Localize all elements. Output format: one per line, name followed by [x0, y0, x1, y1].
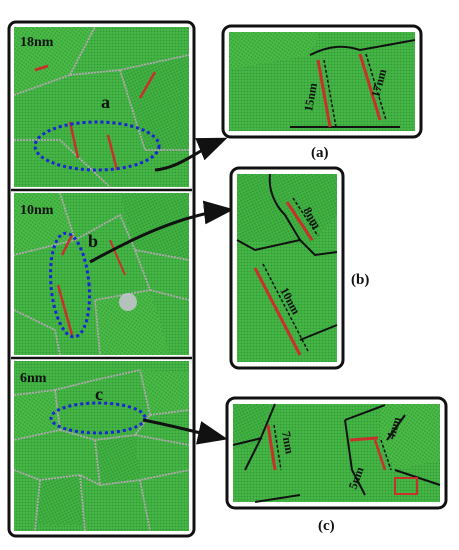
stacking-fault: [358, 53, 382, 121]
left-column: 18nm a 10nm b: [7, 20, 196, 538]
grain-region: [95, 290, 170, 355]
selection-ellipse-c: [49, 401, 147, 435]
grain-region: [35, 475, 85, 525]
panel-6nm: 6nm c: [13, 361, 190, 532]
grain-boundary-line: [309, 39, 416, 56]
grain-region: [229, 32, 320, 70]
panel-10nm: 10nm b: [13, 192, 190, 356]
stacking-fault: [68, 121, 80, 159]
measure-line: [380, 439, 392, 471]
grain-region: [120, 55, 189, 150]
grain-region: [120, 193, 189, 260]
stacking-fault: [266, 424, 277, 471]
arrow-a: [154, 137, 228, 172]
zoom-b: 8nm 10nm (b): [229, 166, 369, 370]
stacking-fault: [349, 436, 379, 442]
arrow-b: [89, 200, 234, 264]
stacking-fault: [316, 59, 332, 128]
circle-label: b: [88, 231, 98, 251]
stacking-fault: [138, 71, 157, 99]
measure-line: [365, 53, 387, 121]
grain-boundary-line: [386, 414, 406, 441]
stacking-fault: [56, 284, 74, 336]
grain-region: [14, 390, 60, 440]
measure-line: [273, 424, 282, 471]
stacking-fault: [106, 134, 119, 171]
size-label: 18nm: [20, 35, 54, 50]
measure-line: [262, 263, 309, 352]
measurement-label: 15nm: [301, 82, 320, 113]
grain-region: [237, 174, 337, 245]
grain-boundary-line: [344, 419, 366, 496]
stacking-fault: [285, 201, 314, 241]
measurement-label: 4nm: [384, 415, 404, 441]
grain-boundaries: [13, 26, 190, 188]
zoom-caption: (b): [351, 272, 369, 288]
measure-line: [292, 197, 319, 237]
circle-label: a: [101, 92, 110, 112]
zoom-a: 15nm 17nm (a): [221, 24, 423, 161]
amorphous-cluster: [119, 293, 137, 311]
grain-boundary-line: [299, 324, 338, 341]
zoom-caption: (c): [318, 518, 335, 534]
size-label: 6nm: [20, 371, 47, 386]
stacking-fault: [253, 267, 302, 356]
arrow-c: [142, 418, 228, 445]
measure-line: [323, 59, 337, 128]
grain-boundary-line: [244, 403, 276, 471]
grain-boundary-line: [268, 173, 301, 241]
circle-label: c: [95, 384, 103, 404]
grain-region: [95, 435, 140, 485]
grain-boundary-line: [232, 437, 263, 446]
selection-ellipse-b: [49, 231, 91, 339]
zoom-caption: (a): [311, 145, 329, 161]
stacking-fault: [109, 239, 126, 276]
panel-18nm: 18nm a: [13, 26, 190, 188]
fault-network: [394, 477, 418, 495]
grain-region: [14, 27, 95, 95]
zoom-c: 7nm 5nm 4nm (c): [225, 396, 448, 534]
stacking-fault: [373, 439, 387, 471]
grain-boundary-line: [344, 404, 386, 421]
grain-region: [14, 193, 75, 255]
grain-region: [380, 404, 440, 470]
grain-region: [233, 404, 270, 450]
size-label: 10nm: [20, 203, 54, 218]
measurement-label: 7nm: [279, 430, 297, 455]
stacking-fault: [34, 64, 49, 72]
selection-ellipse-a: [33, 120, 161, 172]
grain-region: [140, 370, 189, 415]
stacking-fault: [60, 234, 74, 256]
